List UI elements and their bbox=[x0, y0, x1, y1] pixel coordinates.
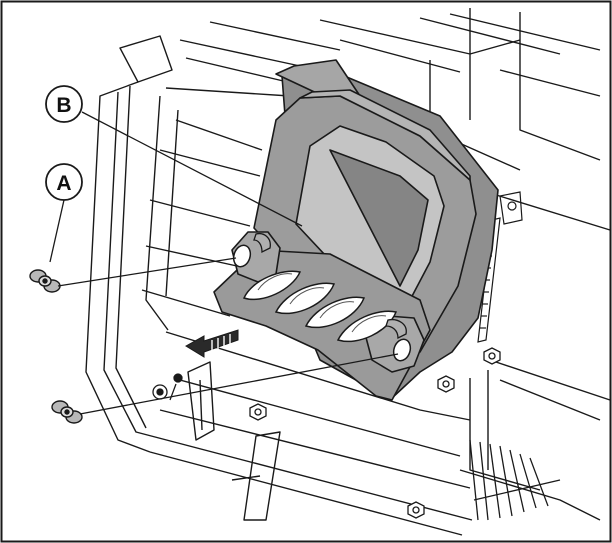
hex-nuts bbox=[249, 347, 501, 519]
callout-a: A bbox=[45, 163, 83, 201]
callout-b: B bbox=[45, 85, 83, 123]
bottom-wires bbox=[469, 439, 561, 521]
leader-lower-nut bbox=[79, 353, 399, 415]
grille-slots bbox=[242, 270, 398, 343]
leader-lines bbox=[49, 111, 399, 415]
leader-upper-nut bbox=[57, 257, 237, 287]
callout-b-label: B bbox=[56, 94, 71, 117]
wing-nut-upper bbox=[29, 269, 61, 293]
callout-a-label: A bbox=[56, 172, 71, 195]
leader-a bbox=[49, 199, 65, 263]
bracket-holes bbox=[232, 244, 412, 362]
chassis-housing bbox=[85, 8, 611, 536]
removal-direction-arrow-icon bbox=[185, 329, 239, 358]
mounting-stud bbox=[152, 373, 183, 401]
bracket-bosses bbox=[253, 232, 407, 340]
leader-b bbox=[81, 111, 303, 227]
wing-nut-lower bbox=[51, 400, 83, 424]
